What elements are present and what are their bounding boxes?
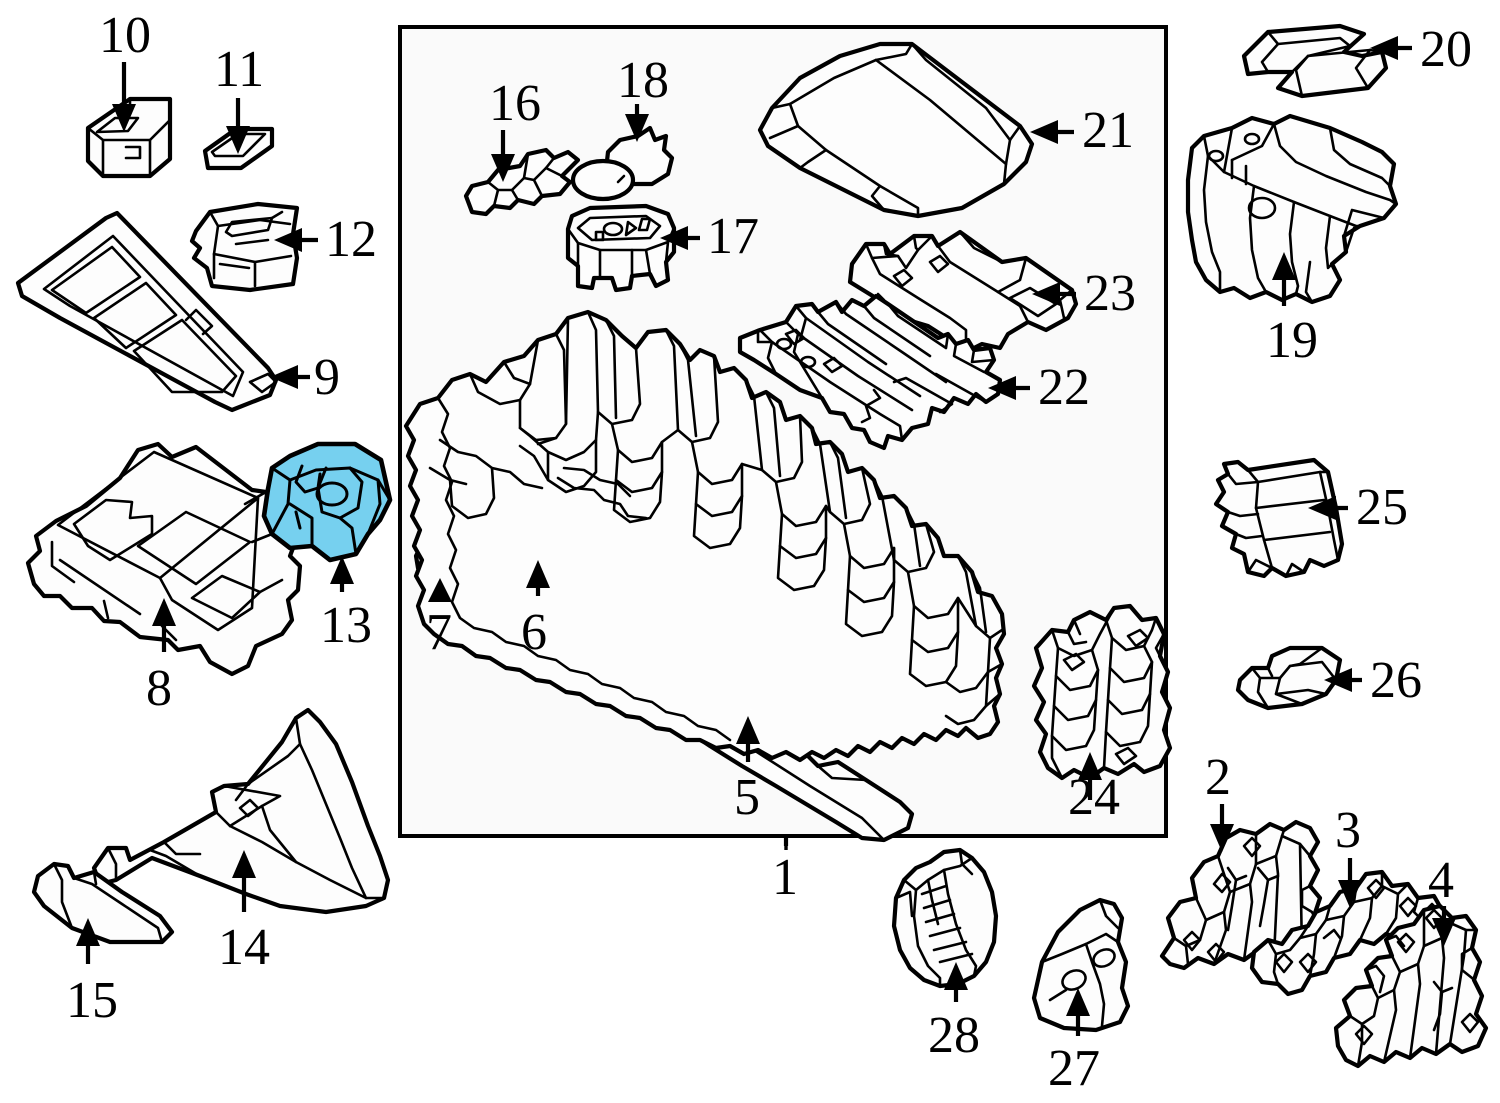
callout-arrow-11 — [226, 98, 250, 154]
part-8-console-storage-body — [25, 441, 303, 677]
callout-label-28: 28 — [928, 1007, 980, 1064]
callout-arrow-17 — [660, 226, 700, 250]
part-9-console-trim-panel — [15, 210, 279, 413]
callout-label-5: 5 — [734, 769, 760, 826]
part-12-console-switch-assembly — [189, 201, 300, 293]
part-14-console-side-trim-left — [91, 707, 391, 915]
callout-arrow-20 — [1370, 36, 1412, 60]
callout-label-16: 16 — [489, 75, 541, 132]
callout-label-11: 11 — [214, 41, 265, 98]
part-23-armrest-hinge-plate — [847, 229, 1079, 355]
callout-arrow-7 — [428, 578, 452, 602]
callout-arrow-18 — [625, 104, 649, 142]
callout-arrow-28 — [944, 962, 968, 1002]
part-21-armrest-lid — [757, 41, 1035, 219]
callout-label-23: 23 — [1084, 265, 1136, 322]
part-2-mounting-bracket-front — [1159, 819, 1327, 971]
part-28-rear-air-vent-grille — [891, 847, 999, 989]
callout-label-27: 27 — [1048, 1040, 1100, 1097]
callout-label-17: 17 — [707, 208, 759, 265]
callout-arrow-8 — [152, 598, 176, 652]
part-25-console-rear-cover-panel — [1213, 457, 1345, 579]
part-24-console-rear-bracket — [1031, 603, 1173, 781]
callout-label-1: 1 — [772, 849, 798, 906]
callout-label-10: 10 — [99, 7, 151, 64]
callout-arrow-24 — [1078, 752, 1102, 800]
callout-arrow-27 — [1066, 988, 1090, 1036]
part-18-cup-holder-insert-pad — [570, 125, 675, 202]
callout-label-4: 4 — [1428, 852, 1454, 909]
callout-arrow-6 — [526, 560, 550, 596]
part-22-console-slide-rail — [737, 293, 1003, 451]
part-15-console-end-trim — [31, 861, 175, 945]
callout-label-14: 14 — [218, 919, 270, 976]
callout-label-19: 19 — [1266, 312, 1318, 369]
callout-arrow-26 — [1324, 668, 1362, 692]
callout-arrow-15 — [76, 918, 100, 964]
part-19-storage-box-compartment — [1185, 113, 1399, 305]
callout-label-21: 21 — [1082, 102, 1134, 159]
callout-arrow-16 — [491, 130, 515, 182]
part-13-shift-boot-bezel-highlighted — [261, 441, 393, 563]
callout-label-24: 24 — [1068, 769, 1120, 826]
callout-label-18: 18 — [617, 52, 669, 109]
callout-label-9: 9 — [314, 349, 340, 406]
callout-label-6: 6 — [521, 604, 547, 661]
part-17-cup-holder-tray — [565, 203, 677, 293]
part-1-center-console-assembly — [403, 309, 1007, 763]
callout-arrow-21 — [1030, 120, 1074, 144]
callout-label-20: 20 — [1420, 21, 1472, 78]
part-4-mounting-bracket-rear — [1333, 903, 1489, 1069]
callout-label-22: 22 — [1038, 359, 1090, 416]
callout-arrow-13 — [330, 556, 354, 592]
callout-arrow-10 — [112, 62, 136, 132]
callout-label-13: 13 — [320, 597, 372, 654]
callout-arrow-14 — [232, 850, 256, 912]
callout-arrow-23 — [1032, 282, 1076, 306]
callout-label-7: 7 — [426, 604, 452, 661]
callout-label-26: 26 — [1370, 652, 1422, 709]
callout-arrow-2 — [1210, 804, 1234, 852]
part-20-storage-box-lid-seal — [1241, 23, 1389, 99]
callout-label-3: 3 — [1335, 802, 1361, 859]
callout-arrow-9 — [270, 365, 310, 389]
callout-arrow-12 — [274, 228, 318, 252]
callout-arrow-5 — [736, 716, 760, 762]
callout-arrow-22 — [988, 376, 1030, 400]
callout-arrow-25 — [1308, 496, 1348, 520]
callout-arrow-4 — [1432, 906, 1456, 946]
callout-label-25: 25 — [1356, 479, 1408, 536]
callout-label-15: 15 — [66, 972, 118, 1029]
callout-arrow-19 — [1272, 252, 1296, 306]
part-26-console-small-trim-cap — [1235, 645, 1343, 711]
callout-label-12: 12 — [325, 211, 377, 268]
callout-label-2: 2 — [1205, 749, 1231, 806]
callout-label-8: 8 — [146, 660, 172, 717]
callout-arrow-3 — [1338, 858, 1362, 908]
